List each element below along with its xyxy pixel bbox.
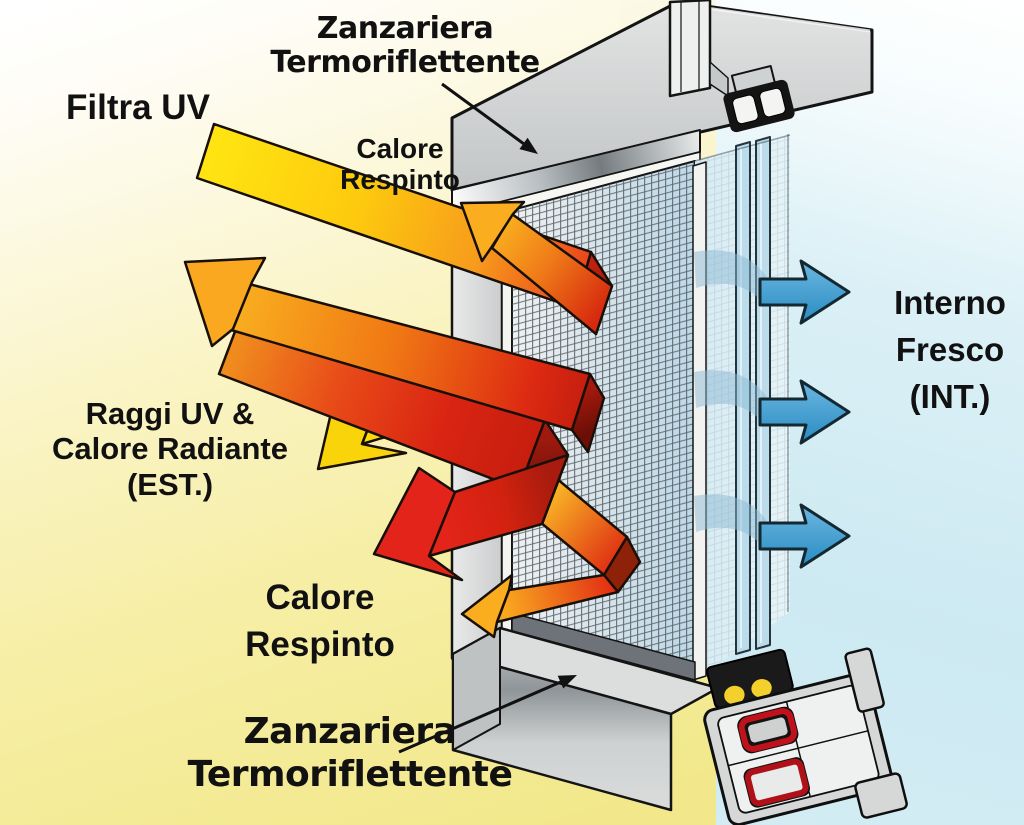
cool-air-arrow-3 [694,494,851,569]
label-line: Raggi UV & [85,396,255,431]
window-sill [451,626,720,812]
label-line: (INT.) [909,377,991,415]
label-line: Termoriflettente [270,44,540,80]
label-line: Zanzariera [316,11,494,46]
reflected-heat-arrow [183,256,606,454]
label-pointer-top [441,82,538,154]
label-line: Termoriflettente [187,754,513,796]
label-line: Respinto [245,625,395,665]
frame-header [450,0,874,192]
mesh-bottom-rail [511,612,696,681]
label-line: Interno [894,284,1006,321]
label-line: Calore [356,133,444,164]
label-mesh-bottom: Zanzariera Termoriflettente [178,710,522,796]
label-mesh-top: Zanzariera Termoriflettente [268,12,542,79]
bottom-profile-cross-section [703,647,908,825]
heat-rejected-top-arrow [459,200,614,336]
label-pointer-bottom [398,675,577,754]
label-heat-rejected-top: Calore Respinto [328,133,472,196]
label-line: Calore Radiante [51,431,288,467]
top-profile-cross-section [668,0,795,133]
label-line: Filtra UV [66,88,210,127]
rubber-gasket [744,758,809,807]
label-line: (EST.) [126,466,214,502]
thermal-break-gasket [723,64,795,133]
label-line: Respinto [340,164,460,196]
rubber-gasket [738,708,798,752]
cool-air-arrow-2 [694,370,851,445]
label-uv-filter: Filtra UV [66,88,316,127]
sash-edge [692,161,707,681]
label-line: Fresco [895,330,1005,368]
label-line: Zanzariera [243,711,457,752]
cool-air-arrow-1 [694,250,851,325]
label-line: Calore [265,578,375,617]
label-exterior-rays: Raggi UV & Calore Radiante (EST.) [26,396,314,502]
label-interior-cool: Interno Fresco (INT.) [868,280,1024,421]
label-heat-rejected-bottom: Calore Respinto [228,574,412,669]
cool-air-arrows [694,250,851,569]
heat-rejected-bottom-arrow [460,476,642,639]
